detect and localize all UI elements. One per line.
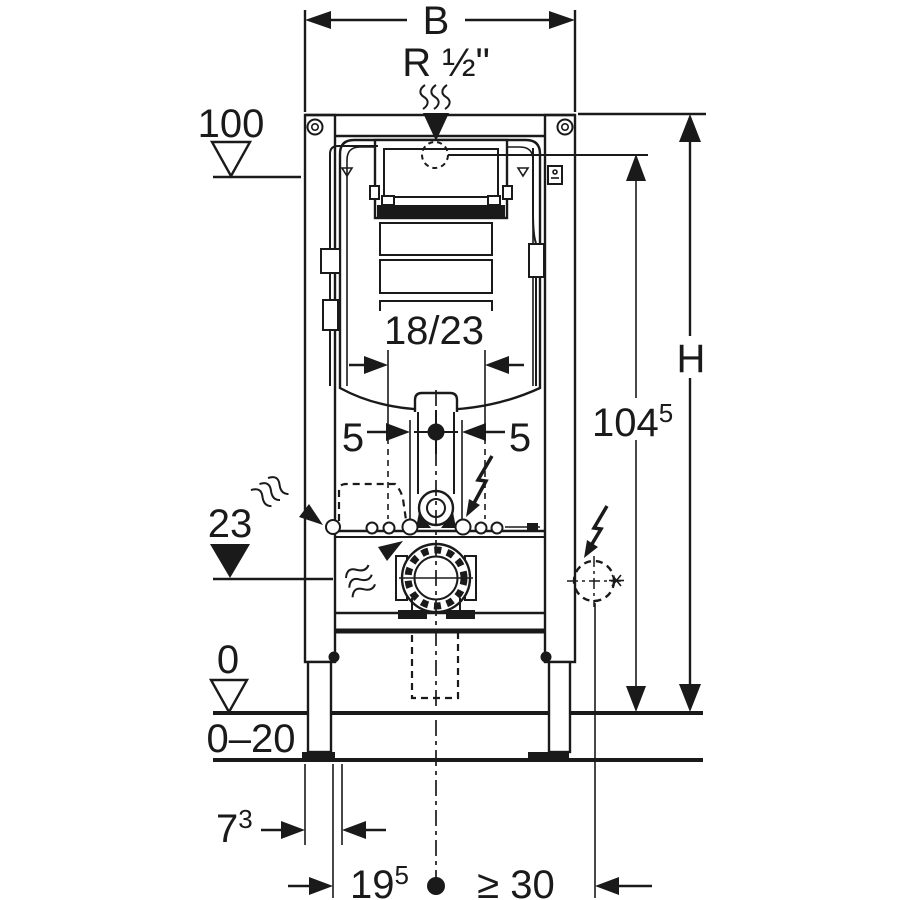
socket-distance-label: ≥ 30	[477, 863, 555, 900]
level-marker-23: 23	[208, 502, 333, 581]
arrowhead	[679, 114, 701, 142]
level-marker-icon	[209, 140, 253, 179]
frame-right-leg	[547, 660, 572, 754]
fitting-hole	[490, 521, 504, 535]
plate-width-bracket	[379, 300, 493, 311]
fill-valve	[320, 145, 378, 386]
arrowhead	[342, 821, 366, 839]
supply-height-label: 1045	[592, 398, 673, 445]
left-leg-bolt	[328, 651, 340, 663]
fitting-hole	[365, 521, 379, 535]
outlet-distance-label: 195	[350, 860, 409, 900]
supply-thread-label: R ½"	[402, 41, 490, 85]
arrowhead	[281, 821, 305, 839]
fittings-rail	[325, 482, 545, 538]
right-leg-bolt	[540, 651, 552, 663]
water-level-mark-right	[516, 167, 530, 178]
dim-width-label: B	[423, 0, 450, 43]
overflow-pipe	[516, 148, 545, 386]
offset-left-label: 5	[342, 416, 364, 460]
level-100-label: 100	[198, 102, 265, 146]
water-level-mark-left	[340, 167, 354, 178]
arrowhead	[462, 423, 486, 441]
corner-screw-left	[306, 118, 324, 136]
arrowhead	[595, 877, 619, 895]
level-marker-0: 0 0–20	[207, 638, 296, 761]
inlet-fitting	[325, 519, 341, 535]
dimension-outlet-distance: 195	[288, 860, 445, 900]
level-marker-icon	[208, 678, 250, 715]
flush-plate-lower	[379, 259, 493, 294]
flush-plate-upper	[379, 222, 493, 256]
inspection-opening	[369, 138, 513, 220]
clip-bottom-right	[487, 195, 501, 206]
arrowhead	[364, 356, 388, 374]
arrowhead	[626, 686, 646, 712]
reference-dot	[427, 877, 445, 895]
level-0-label: 0	[217, 638, 239, 682]
dimension-width-b: B	[303, 0, 577, 112]
clip-right	[502, 185, 513, 200]
rating-label-plate	[547, 165, 563, 185]
dimension-supply-height: 1045	[592, 154, 673, 712]
fitting-hole	[382, 521, 396, 535]
clamp-pad-left	[398, 610, 427, 619]
clip-left	[369, 185, 380, 200]
drain-flow-arrow	[345, 541, 403, 598]
floor-lines	[213, 711, 703, 762]
floor-buildup-label: 0–20	[207, 717, 296, 761]
water-flow-icon	[250, 476, 289, 508]
arrowhead	[305, 11, 331, 29]
clip-bottom-left	[381, 195, 395, 206]
level-23-label: 23	[208, 502, 253, 546]
frame-right-rail	[543, 113, 577, 664]
arrowhead	[485, 356, 509, 374]
cistern	[320, 138, 545, 412]
anchor-rod-hole-left	[401, 518, 419, 536]
arrowhead	[386, 423, 410, 441]
water-flow-icon	[345, 564, 376, 598]
dimension-front-offset: 73	[216, 764, 386, 898]
water-flow-icon	[419, 84, 451, 110]
front-offset-label: 73	[216, 804, 253, 851]
outlet-extension-dashed	[410, 628, 460, 700]
level-marker-100: 100	[198, 102, 301, 179]
plate-width-label: 18/23	[384, 309, 484, 353]
arrowhead	[549, 11, 575, 29]
fitting-hole	[474, 521, 488, 535]
clamp-pad-right	[446, 610, 475, 619]
elbow-flange-left	[416, 512, 431, 528]
right-foot-plate	[528, 752, 569, 761]
arrowhead	[309, 877, 333, 895]
left-foot-plate	[302, 752, 335, 761]
total-height-label: H	[677, 337, 706, 381]
elbow-flange-right	[441, 512, 456, 528]
dimension-offsets: 5 5	[342, 410, 531, 519]
supply-connection: R ½"	[402, 41, 648, 169]
inlet-flow-arrow	[250, 476, 323, 525]
dimension-total-height: H	[578, 112, 706, 712]
supply-arrowhead	[423, 113, 449, 141]
inlet-zone-dashed-outline	[337, 482, 408, 521]
offset-right-label: 5	[509, 416, 531, 460]
corner-screw-right	[556, 118, 574, 136]
arrowhead	[679, 684, 701, 712]
lightning-flush-icon	[466, 455, 494, 517]
flow-arrowhead	[299, 504, 323, 525]
electrical-connection	[567, 505, 624, 898]
flow-arrowhead	[378, 541, 403, 561]
anchor-rod-hole-right	[454, 518, 472, 536]
asterisk-mark	[609, 574, 624, 587]
frame-left-leg	[306, 660, 333, 754]
lightning-power-icon	[584, 505, 609, 558]
dimension-socket-distance: ≥ 30	[477, 863, 652, 900]
level-marker-filled-icon	[210, 544, 250, 578]
dimension-flush-plate: 18/23	[349, 309, 524, 519]
rail-end-block	[527, 523, 538, 530]
center-mark-dot	[427, 423, 445, 441]
arrowhead	[626, 154, 646, 181]
